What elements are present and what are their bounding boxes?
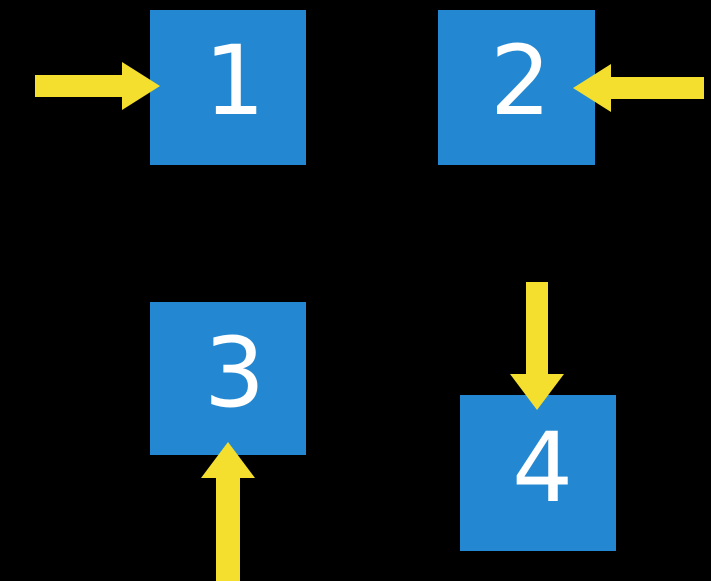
arrow-into-box-4 (510, 282, 564, 410)
node-label-3: 3 (204, 317, 266, 429)
arrow-into-box-3 (201, 442, 255, 581)
arrow-into-box-2 (573, 64, 704, 112)
node-1[interactable] (150, 10, 306, 165)
node-3[interactable] (150, 302, 306, 455)
node-4[interactable] (460, 395, 616, 551)
arrow-into-box-1 (35, 62, 160, 110)
node-label-4: 4 (512, 412, 574, 524)
node-label-2: 2 (490, 25, 552, 137)
node-2[interactable] (438, 10, 595, 165)
node-label-1: 1 (204, 25, 266, 137)
